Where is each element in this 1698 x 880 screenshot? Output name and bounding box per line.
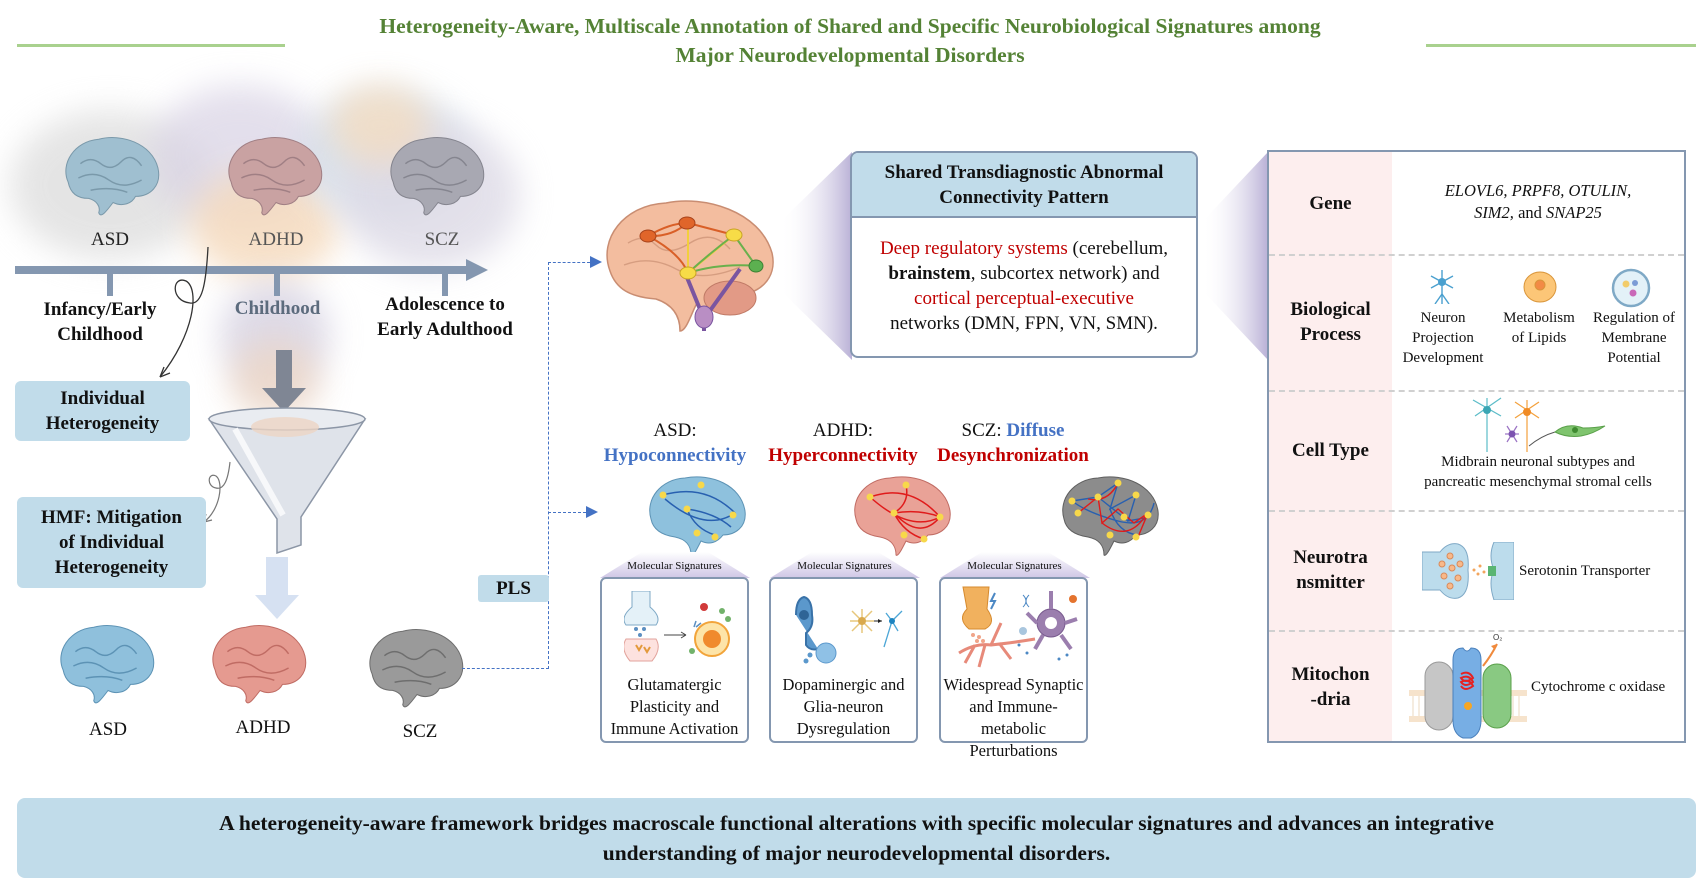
brain-adhd-icon: [212, 625, 307, 704]
conclusion-banner: A heterogeneity-aware framework bridges …: [17, 798, 1696, 878]
adhd-hyperconnectivity-brain-icon: [854, 476, 951, 556]
molecular-wedge-adhd: [770, 552, 920, 578]
process-neuron-projection: Neuron Projection Development: [1402, 310, 1484, 366]
membrane-cell-icon: [1611, 268, 1651, 308]
brain-scz-icon: [369, 629, 464, 708]
stage-adolescence: Adolescence to Early Adulthood: [377, 294, 513, 340]
signature-card-scz: Widespread Synaptic and Immune-metabolic…: [939, 577, 1088, 760]
shared-pattern-header: Shared Transdiagnostic Abnormal Connecti…: [852, 153, 1196, 218]
table-label-column: [1269, 152, 1392, 741]
lipid-cell-icon: [1523, 271, 1557, 303]
stage-infancy: Infancy/Early Childhood: [43, 299, 157, 345]
hmf-mitigation-box: HMF: Mitigation of Individual Heterogene…: [17, 497, 206, 588]
brain-label-adhd: ADHD: [248, 229, 304, 250]
table-divider: [1269, 630, 1684, 632]
title-rule-right: [1426, 44, 1696, 47]
table-divider: [1269, 510, 1684, 512]
pls-connector-vertical: [548, 262, 549, 669]
serotonin-synapse-icon: [1422, 542, 1514, 600]
synaptic-immune-metabolic-icon: [958, 586, 1078, 668]
pls-connector-to-shared: [548, 262, 590, 263]
timeline-arrowhead: [466, 259, 488, 281]
molecular-wedge-asd: [600, 552, 750, 578]
title-line-1: Heterogeneity-Aware, Multiscale Annotati…: [379, 14, 1321, 38]
brain-asd-icon: [65, 137, 160, 216]
glutamatergic-synapse-icon: [624, 591, 731, 662]
brain-label-asd: ASD: [90, 229, 129, 250]
title-rule-left: [17, 44, 285, 47]
o2-label: O₂: [1493, 633, 1502, 642]
bottom-brain-label-adhd: ADHD: [235, 717, 291, 738]
shared-pattern-body: Deep regulatory systems (cerebellum, bra…: [879, 238, 1169, 334]
stage-childhood: Childhood: [234, 298, 321, 319]
process-membrane-potential: Regulation of Membrane Potential: [1592, 310, 1676, 366]
signature-card-asd: Glutamatergic Plasticity and Immune Acti…: [600, 577, 749, 743]
cell-type-description: Midbrain neuronal subtypes and pancreati…: [1424, 454, 1652, 490]
pls-label-box: PLS: [478, 575, 549, 602]
cytochrome-oxidase-icon: O₂: [1409, 633, 1527, 739]
neuron-icon: [1430, 270, 1454, 304]
timeline-tick-1: [107, 272, 113, 296]
cell-types-icon: [1472, 397, 1606, 452]
brain-asd-icon: [60, 625, 155, 704]
arrow-to-subtypes-icon: [586, 506, 598, 518]
subtype-heading-scz: SCZ: Diffuse Desynchronization: [937, 420, 1089, 466]
table-divider: [1269, 254, 1684, 256]
cytochrome-oxidase-label: Cytochrome c oxidase: [1531, 679, 1666, 695]
timeline-axis: [15, 266, 470, 274]
molecular-label-asd: Molecular Signatures: [627, 560, 722, 572]
serotonin-transporter-label: Serotonin Transporter: [1519, 563, 1651, 579]
pls-connector-from-scz: [462, 668, 549, 669]
table-row-gene-label: Gene: [1309, 192, 1352, 214]
bottom-brain-label-scz: SCZ: [402, 721, 438, 742]
asd-hypoconnectivity-brain-icon: [649, 476, 746, 556]
timeline-tick-3: [442, 272, 448, 296]
scz-desynchronization-brain-icon: [1062, 476, 1159, 556]
page-title: Heterogeneity-Aware, Multiscale Annotati…: [290, 12, 1410, 70]
table-row-celltype-label: Cell Type: [1292, 439, 1369, 461]
down-arrow-icon: [262, 350, 306, 412]
molecular-label-scz: Molecular Signatures: [967, 560, 1062, 572]
dopaminergic-glia-icon: [795, 595, 903, 664]
subtype-heading-adhd: ADHD: Hyperconnectivity: [768, 420, 918, 466]
filtered-arrow-icon: [255, 557, 299, 619]
shared-zoom-wedge: [780, 152, 852, 360]
signature-card-adhd: Dopaminergic and Glia-neuron Dysregulati…: [769, 577, 918, 743]
table-zoom-wedge: [1202, 152, 1268, 360]
title-line-2: Major Neurodevelopmental Disorders: [675, 43, 1025, 67]
table-divider: [1269, 390, 1684, 392]
shared-pattern-box: Shared Transdiagnostic Abnormal Connecti…: [850, 151, 1198, 358]
shared-connectivity-brain-icon: [606, 200, 774, 332]
gene-list: ELOVL6, PRPF8, OTULIN, SIM2, and SNAP25: [1444, 181, 1632, 222]
bottom-brain-label-asd: ASD: [88, 719, 127, 740]
molecular-annotation-table: Gene ELOVL6, PRPF8, OTULIN, SIM2, and SN…: [1267, 150, 1686, 743]
brain-label-scz: SCZ: [424, 229, 460, 250]
pls-connector-to-subtypes: [548, 512, 586, 513]
table-row-mitochondria-label: Mitochon-dria: [1291, 663, 1370, 710]
arrow-to-shared-icon: [590, 256, 602, 268]
brain-adhd-icon: [228, 137, 323, 216]
curly-arrow-icon: [159, 246, 209, 378]
funnel-icon: [207, 407, 367, 555]
molecular-label-adhd: Molecular Signatures: [797, 560, 892, 572]
molecular-wedge-scz: [940, 552, 1090, 578]
subtype-heading-asd: ASD: Hypoconnectivity: [603, 420, 747, 466]
individual-heterogeneity-box: Individual Heterogeneity: [15, 381, 190, 441]
timeline-tick-2: [274, 272, 280, 296]
process-lipid-metabolism: Metabolism of Lipids: [1503, 310, 1575, 346]
brain-scz-icon: [390, 137, 485, 216]
